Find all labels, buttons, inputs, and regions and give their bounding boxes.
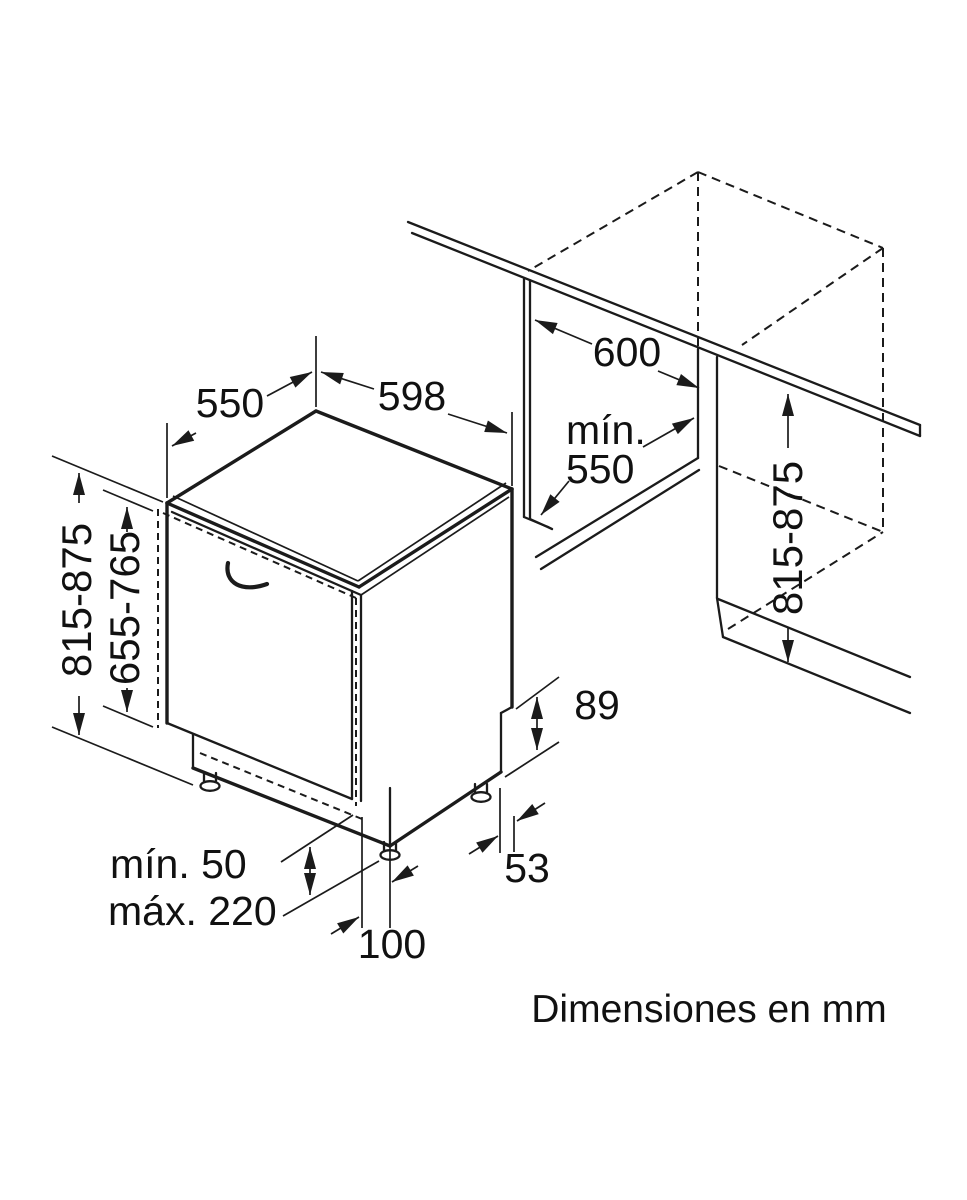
label-appliance-depth: 550 [196, 380, 264, 426]
dishwasher-body [165, 409, 514, 848]
label-niche-height: 815-875 [764, 461, 811, 615]
label-niche-width: 600 [593, 329, 661, 375]
label-plinth-clearance-max: máx. 220 [108, 888, 277, 934]
label-appliance-height: 815-875 [53, 523, 100, 677]
label-base-depth: 100 [358, 921, 426, 967]
floor-line [716, 597, 912, 715]
diagram-caption: Dimensiones en mm [531, 988, 886, 1031]
rear-right-foot [470, 782, 492, 803]
label-niche-depth-min: mín. [566, 407, 646, 453]
label-plinth-recess-depth: 53 [504, 845, 550, 891]
label-plinth-clearance-min: mín. 50 [110, 841, 247, 887]
label-appliance-width: 598 [378, 373, 446, 419]
countertop [406, 220, 922, 438]
label-door-height: 655-765 [101, 531, 148, 685]
label-niche-depth-value: 550 [566, 446, 634, 492]
niche-side-panels [522, 277, 725, 639]
extension-lines [51, 336, 560, 928]
furniture-door-dashed [157, 509, 363, 820]
front-left-foot [199, 771, 221, 792]
dimension-arrows [73, 319, 794, 935]
door-handle [225, 560, 270, 590]
label-plinth-recess-height: 89 [574, 682, 620, 728]
